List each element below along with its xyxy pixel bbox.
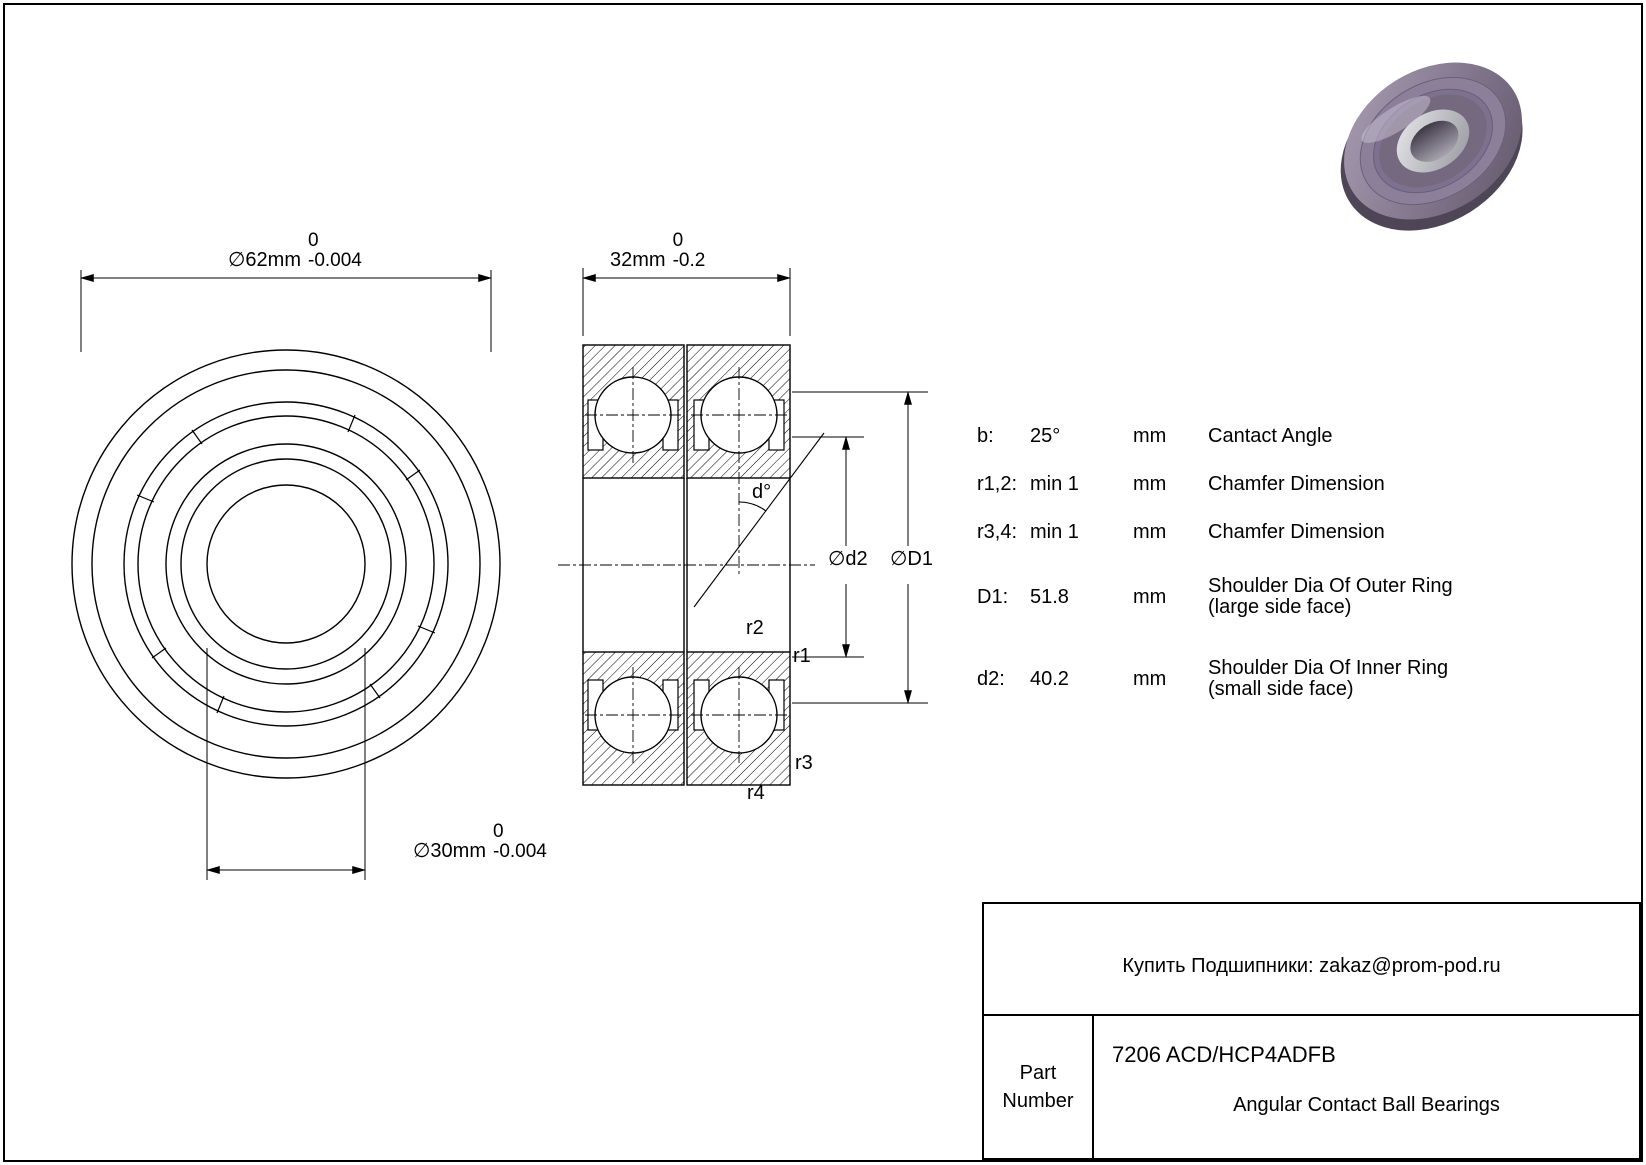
contact-info-text: Купить Подшипники: zakaz@prom-pod.ru: [1122, 954, 1501, 977]
spec-value: min 1: [1030, 473, 1079, 495]
d1-label: ∅D1: [890, 548, 933, 570]
part-number-label-cell: Part Number: [984, 1016, 1094, 1158]
r2-label: r2: [746, 617, 764, 639]
dimension-value: ∅30mm: [413, 840, 486, 862]
spec-param: r3,4:: [977, 521, 1018, 543]
spec-unit: mm: [1133, 425, 1167, 447]
centerlines: [558, 367, 815, 763]
outer-raceway-circle: [123, 401, 449, 727]
spec-param: D1:: [977, 586, 1009, 608]
part-number-value-cell: 7206 ACD/HCP4ADFB Angular Contact Ball B…: [1094, 1016, 1639, 1158]
spec-row-shoulder-outer: D1: 51.8 mm Shoulder Dia Of Outer Ring (…: [977, 576, 1457, 622]
spec-param: b:: [977, 425, 994, 447]
spec-value: 25°: [1030, 425, 1061, 447]
dimension-value: 32mm: [610, 249, 666, 271]
spec-row-chamfer-r34: r3,4: min 1 mm Chamfer Dimension: [977, 522, 1457, 568]
cage-pocket-ticks: [136, 414, 436, 714]
tolerance-upper: 0: [308, 230, 319, 251]
width-dimension: 32mm 0 -0.2: [610, 231, 705, 271]
spec-desc-line2: (large side face): [1208, 596, 1352, 618]
outer-ring-shoulder-circle: [91, 369, 481, 759]
front-view-dimensions: [79, 270, 493, 880]
contact-angle-label: d°: [752, 481, 772, 503]
spec-row-shoulder-inner: d2: 40.2 mm Shoulder Dia Of Inner Ring (…: [977, 658, 1457, 704]
spec-desc-line1: Cantact Angle: [1208, 425, 1333, 447]
tolerance: 0 -0.004: [308, 231, 362, 271]
tolerance-upper: 0: [493, 821, 504, 842]
spec-desc-line2: (small side face): [1208, 678, 1354, 700]
spec-desc-line1: Shoulder Dia Of Outer Ring: [1208, 575, 1453, 597]
r1-label: r1: [793, 645, 811, 667]
contact-info-cell: Купить Подшипники: zakaz@prom-pod.ru: [984, 904, 1639, 1016]
inner-ring-shoulder-circle: [180, 458, 392, 670]
part-number: 7206 ACD/HCP4ADFB: [1112, 1042, 1336, 1067]
spec-unit: mm: [1133, 473, 1167, 495]
spec-description: Cantact Angle: [1208, 426, 1333, 447]
spec-description: Shoulder Dia Of Inner Ring (small side f…: [1208, 658, 1448, 700]
cage-outer-circle: [137, 415, 435, 713]
tolerance: 0 -0.2: [673, 231, 706, 271]
spec-desc-line1: Shoulder Dia Of Inner Ring: [1208, 657, 1449, 679]
tolerance-lower: -0.004: [493, 841, 547, 862]
section-dimensions: [581, 268, 928, 705]
spec-param: r1,2:: [977, 473, 1018, 495]
part-number-row: Part Number 7206 ACD/HCP4ADFB Angular Co…: [984, 1016, 1639, 1158]
spec-row-chamfer-r12: r1,2: min 1 mm Chamfer Dimension: [977, 474, 1457, 520]
bore-diameter-dimension: ∅30mm 0 -0.004: [413, 822, 547, 862]
part-label-line2: Number: [1002, 1090, 1074, 1112]
spec-unit: mm: [1133, 521, 1167, 543]
tolerance-lower: -0.004: [308, 250, 362, 271]
tolerance-lower: -0.2: [672, 250, 706, 271]
bore-circle: [206, 484, 366, 644]
bearing-type: Angular Contact Ball Bearings: [1233, 1094, 1500, 1116]
dimension-value: ∅62mm: [228, 249, 301, 271]
front-view: [71, 349, 501, 779]
spec-param: d2:: [977, 668, 1005, 690]
r3-label: r3: [795, 752, 813, 774]
tolerance: 0 -0.004: [493, 822, 547, 862]
tolerance-upper: 0: [672, 230, 684, 251]
d2-label: ∅d2: [828, 548, 868, 570]
bearing-bore-hole: [1410, 120, 1459, 162]
contact-angle-lines: [693, 432, 825, 608]
spec-description: Shoulder Dia Of Outer Ring (large side f…: [1208, 576, 1453, 618]
spec-row-contact-angle: b: 25° mm Cantact Angle: [977, 426, 1457, 472]
cage-inner-circle: [165, 443, 407, 685]
spec-unit: mm: [1133, 586, 1167, 608]
spec-value: 40.2: [1030, 668, 1069, 690]
spec-value: 51.8: [1030, 586, 1069, 608]
spec-unit: mm: [1133, 668, 1167, 690]
part-label-line1: Part: [1019, 1062, 1057, 1084]
spec-value: min 1: [1030, 521, 1079, 543]
title-block: Купить Подшипники: zakaz@prom-pod.ru Par…: [982, 902, 1641, 1160]
r4-label: r4: [747, 782, 765, 804]
spec-desc-line1: Chamfer Dimension: [1208, 521, 1385, 543]
spec-desc-line1: Chamfer Dimension: [1208, 473, 1385, 495]
bearing-3d-render: [1340, 62, 1523, 231]
spec-description: Chamfer Dimension: [1208, 474, 1385, 495]
section-view: [558, 344, 825, 786]
outer-diameter-dimension: ∅62mm 0 -0.004: [228, 231, 362, 271]
spec-description: Chamfer Dimension: [1208, 522, 1385, 543]
outer-diameter-circle: [71, 349, 501, 779]
